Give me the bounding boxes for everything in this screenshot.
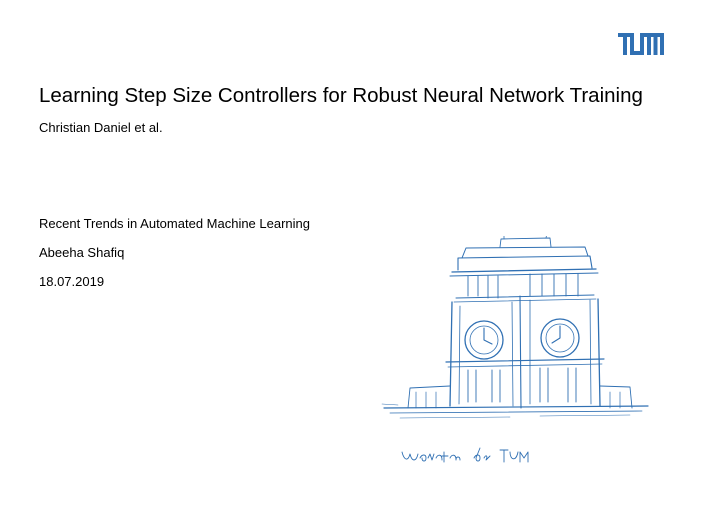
tum-clock-tower-sketch-icon xyxy=(381,236,649,463)
presentation-date: 18.07.2019 xyxy=(39,274,105,289)
caption-signature xyxy=(401,447,529,463)
slide-title: Learning Step Size Controllers for Robus… xyxy=(39,84,643,107)
course-name: Recent Trends in Automated Machine Learn… xyxy=(39,216,311,231)
authors-text: Christian Daniel et al. xyxy=(39,120,163,135)
tum-logo-icon xyxy=(618,33,664,55)
presenter-name: Abeeha Shafiq xyxy=(39,245,125,260)
